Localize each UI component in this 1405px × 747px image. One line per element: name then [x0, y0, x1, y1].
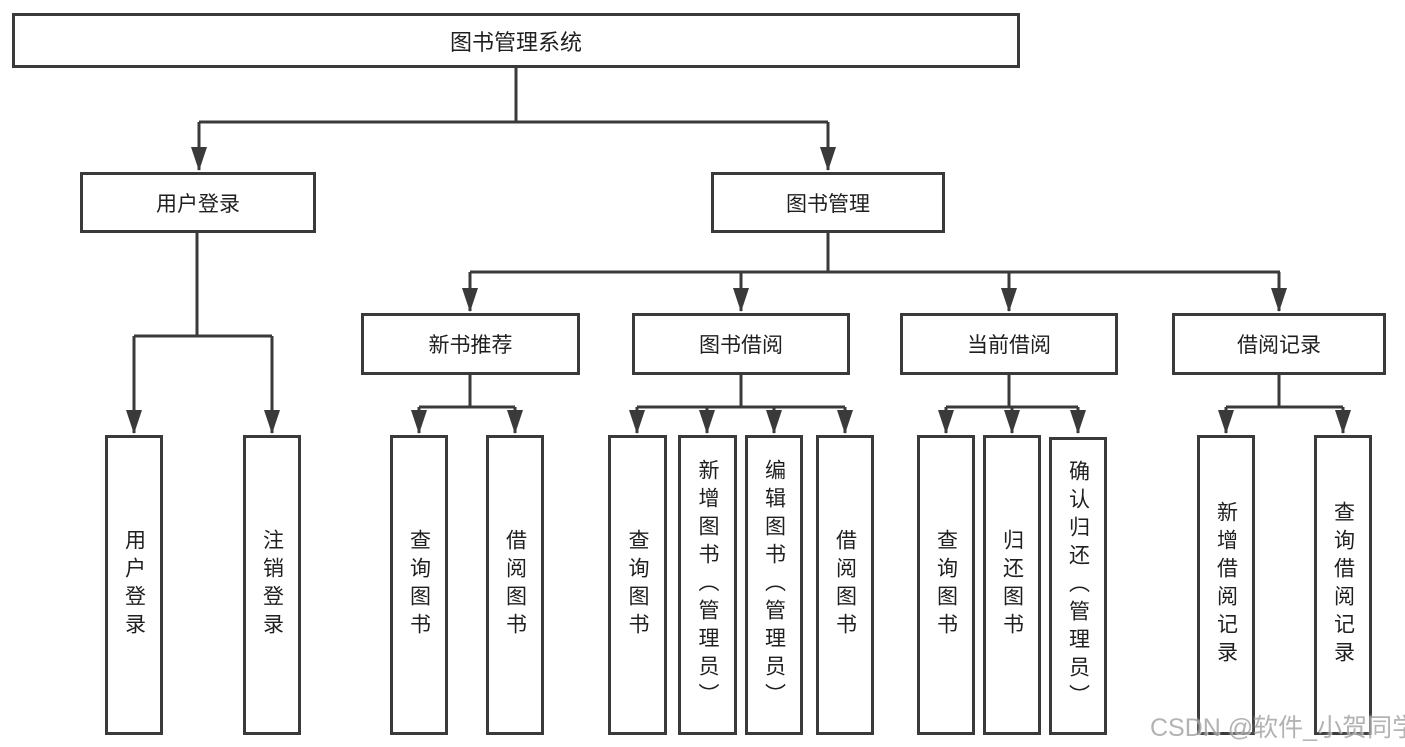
- node-book-borrowing: 图书借阅: [632, 313, 850, 375]
- node-current-borrowing: 当前借阅: [900, 313, 1118, 375]
- node-label: 查询图书: [407, 529, 431, 641]
- node-label: 编辑图书（管理员）: [762, 459, 786, 711]
- leaf-logout-login: 注销登录: [243, 435, 301, 735]
- leaf-query-borrow-record: 查询借阅记录: [1314, 435, 1372, 735]
- node-borrowing-records: 借阅记录: [1172, 313, 1386, 375]
- node-label: 新增借阅记录: [1214, 501, 1238, 669]
- node-label: 确认归还（管理员）: [1066, 460, 1090, 712]
- node-label: 查询图书: [934, 529, 958, 641]
- node-label: 借阅图书: [833, 529, 857, 641]
- node-label: 当前借阅: [967, 334, 1051, 357]
- leaf-query-books-borrow: 查询图书: [608, 435, 667, 735]
- node-label: 查询借阅记录: [1331, 501, 1355, 669]
- node-label: 注销登录: [260, 529, 284, 641]
- node-book-management-module: 图书管理: [711, 172, 945, 233]
- leaf-edit-book-admin: 编辑图书（管理员）: [745, 435, 803, 735]
- node-label: 新增图书（管理员）: [696, 459, 719, 711]
- node-label: 借阅记录: [1237, 334, 1321, 357]
- node-library-management-system: 图书管理系统: [12, 13, 1020, 68]
- csdn-watermark: CSDN @软件_小贺同学: [1150, 714, 1405, 742]
- node-label: 查询图书: [626, 529, 649, 641]
- leaf-query-books-current: 查询图书: [917, 435, 975, 735]
- leaf-confirm-return-admin: 确认归还（管理员）: [1049, 437, 1107, 735]
- node-new-book-recommendation: 新书推荐: [361, 313, 580, 375]
- node-label: 归还图书: [1000, 529, 1024, 641]
- node-label: 借阅图书: [503, 529, 527, 641]
- node-label: 用户登录: [156, 192, 240, 216]
- node-label: 图书管理系统: [449, 29, 582, 55]
- node-label: 用户登录: [122, 529, 146, 641]
- leaf-query-books-recommend: 查询图书: [390, 435, 448, 735]
- node-user-login-module: 用户登录: [80, 172, 316, 233]
- leaf-add-book-admin: 新增图书（管理员）: [678, 435, 737, 735]
- node-label: 图书借阅: [699, 334, 783, 357]
- leaf-user-login: 用户登录: [105, 435, 163, 735]
- leaf-borrow-books-recommend: 借阅图书: [486, 435, 544, 735]
- leaf-add-borrow-record: 新增借阅记录: [1197, 435, 1255, 735]
- node-label: 新书推荐: [428, 334, 513, 357]
- node-label: 图书管理: [786, 192, 870, 216]
- leaf-return-books: 归还图书: [983, 435, 1041, 735]
- leaf-borrow-books: 借阅图书: [816, 435, 874, 735]
